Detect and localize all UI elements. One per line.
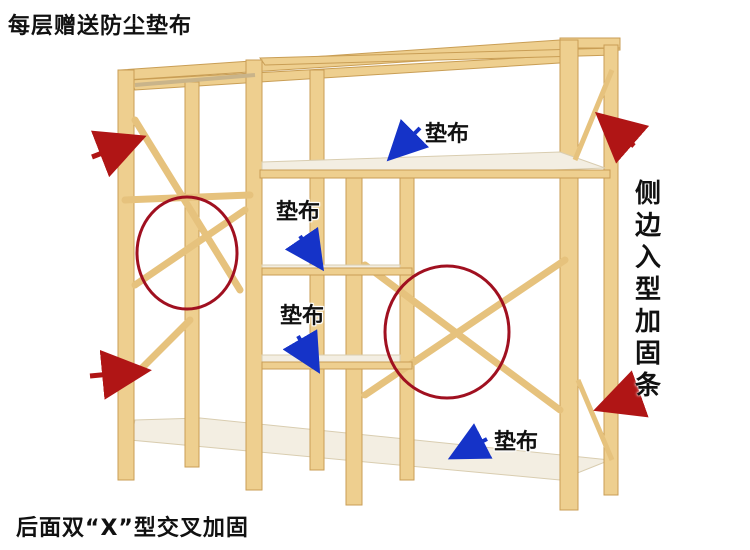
- red-arrows: [89, 111, 650, 418]
- side-caption-vertical: 侧 边 入 型 加 固 条: [630, 178, 666, 402]
- right-x-brace: [361, 256, 569, 414]
- middle-shelf-lower-rail: [261, 361, 413, 370]
- middle-shelf-upper-rail: [261, 267, 413, 276]
- side-reinforce-strip: [572, 69, 615, 161]
- pad-label-middle-lower: 垫布: [280, 304, 325, 329]
- pad-label-top-right: 垫布: [425, 122, 470, 147]
- right-highlight-circle: [383, 264, 511, 400]
- side-char-3: 入: [634, 243, 661, 273]
- left-highlight-circle: [135, 195, 239, 311]
- top-caption: 每层赠送防尘垫布: [8, 14, 193, 39]
- side-char-7: 条: [634, 371, 661, 401]
- pad-label-bottom: 垫布: [494, 430, 539, 455]
- side-char-4: 型: [634, 275, 661, 305]
- side-reinforce-strip-lower: [575, 379, 615, 461]
- upper-right-rail: [259, 169, 611, 179]
- side-char-5: 加: [634, 307, 661, 337]
- pad-label-middle-upper: 垫布: [276, 200, 321, 225]
- hanging-rail: [134, 73, 256, 87]
- side-char-1: 侧: [634, 179, 661, 209]
- bottom-caption: 后面双“X”型交叉加固: [16, 516, 249, 541]
- side-char-6: 固: [634, 339, 661, 369]
- blue-arrows: [282, 118, 493, 460]
- side-char-2: 边: [634, 211, 661, 241]
